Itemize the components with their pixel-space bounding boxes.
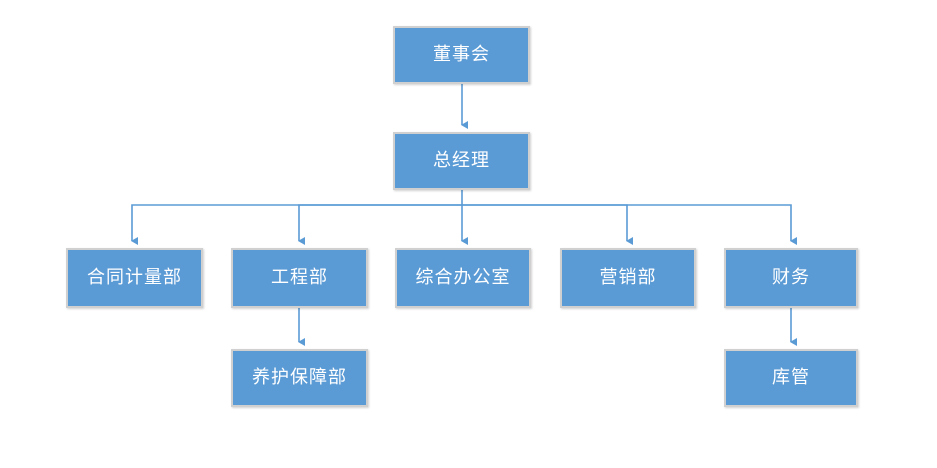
node-maintenance-support-dept[interactable]: 养护保障部 (231, 349, 368, 407)
node-engineering-dept[interactable]: 工程部 (231, 248, 368, 308)
node-warehouse-management[interactable]: 库管 (724, 349, 858, 407)
edge-gm-to-marketing (462, 204, 633, 245)
node-board[interactable]: 董事会 (393, 26, 530, 84)
node-finance[interactable]: 财务 (724, 248, 858, 308)
edge-gm-to-finance (462, 204, 797, 245)
node-marketing-dept[interactable]: 营销部 (560, 248, 696, 308)
node-general-manager[interactable]: 总经理 (393, 132, 530, 190)
node-general-office[interactable]: 综合办公室 (395, 248, 531, 308)
edge-gm-to-engineering (298, 204, 462, 245)
edge-gm-to-contract (131, 190, 463, 245)
node-contract-measurement-dept[interactable]: 合同计量部 (66, 248, 203, 308)
